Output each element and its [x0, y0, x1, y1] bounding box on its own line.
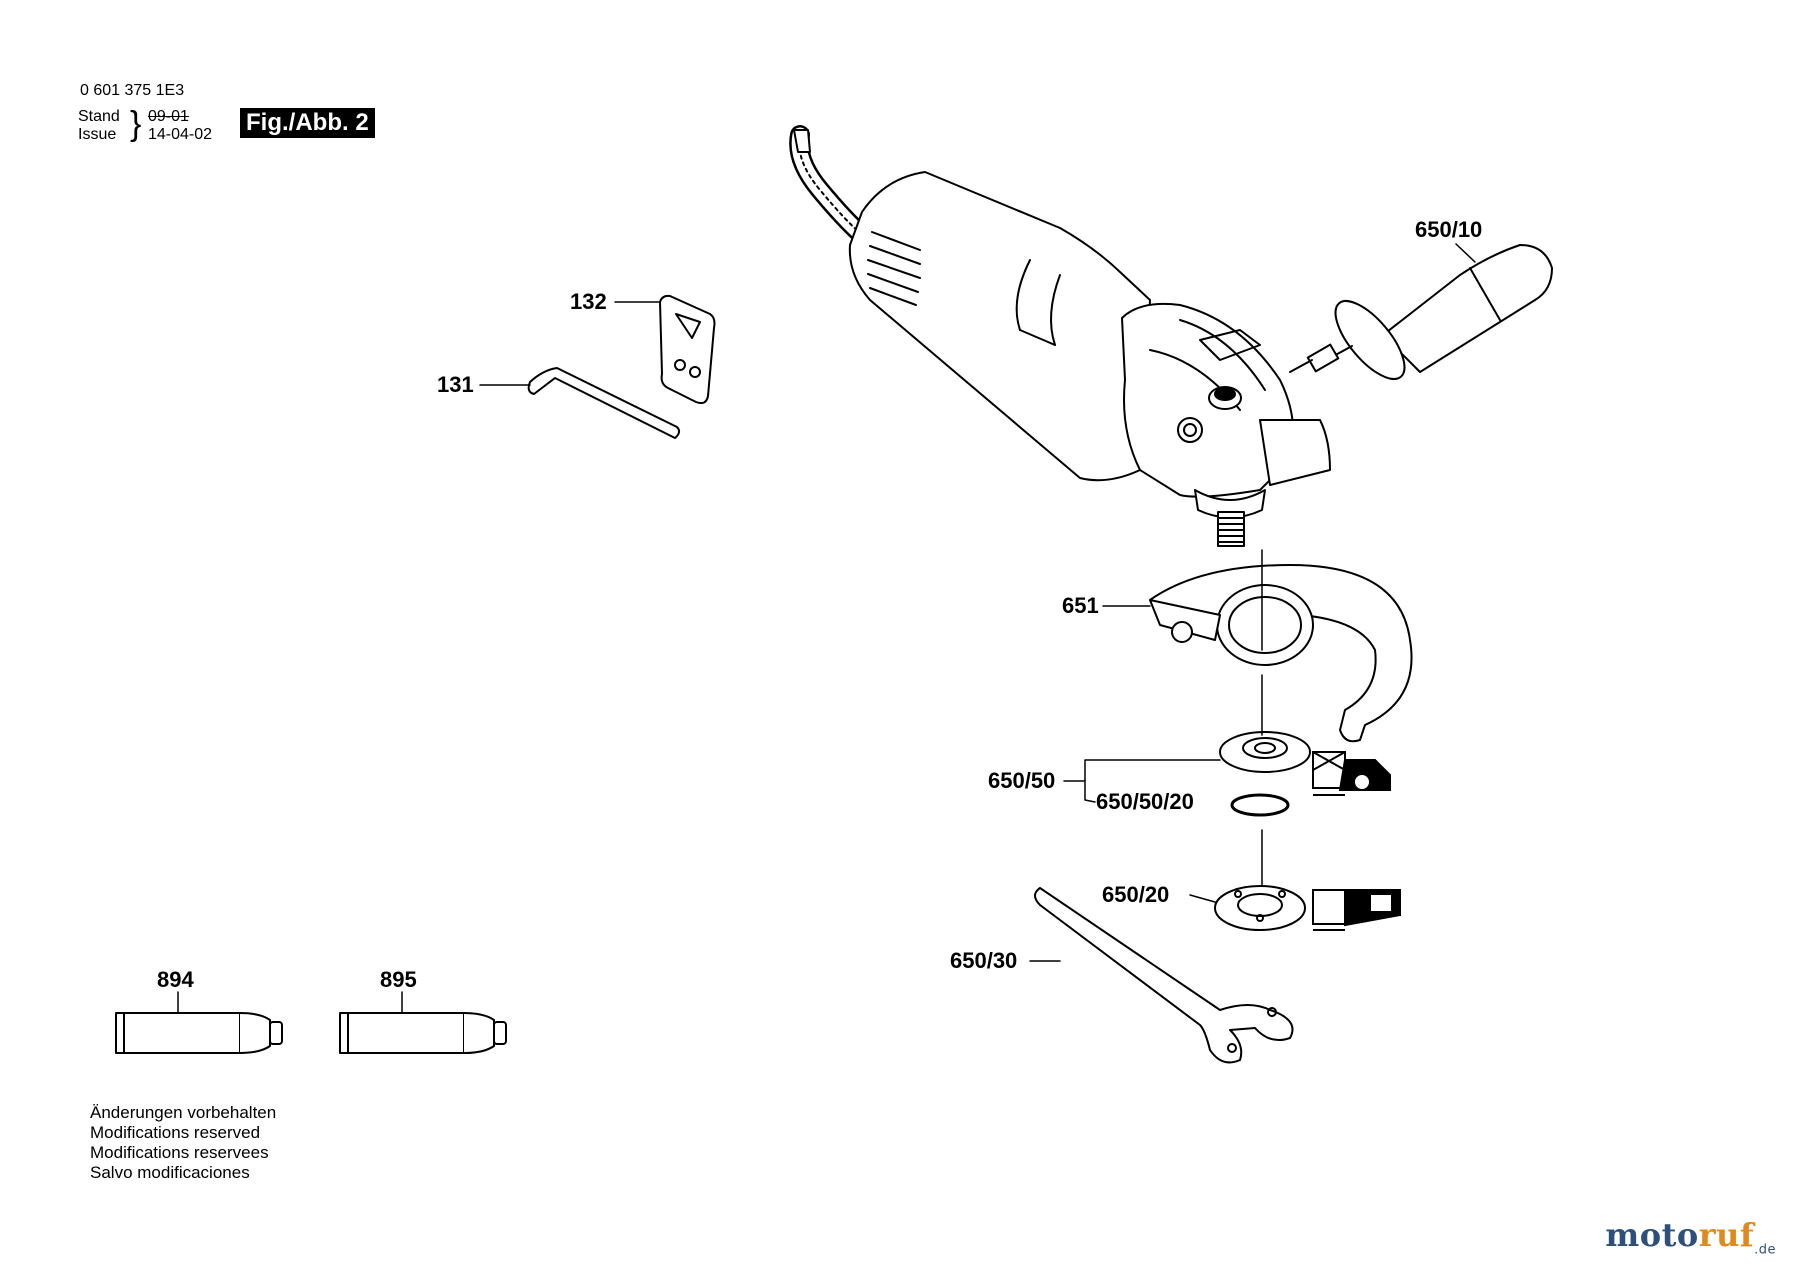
- footer-note-en: Modifications reserved: [90, 1123, 261, 1142]
- pin-spanner-wrench: [1034, 887, 1294, 1064]
- grease-tube-894: [115, 1012, 283, 1054]
- part-label-650-50-20: 650/50/20: [1096, 789, 1194, 814]
- power-cord: [789, 125, 872, 245]
- grease-tube-895: [339, 1012, 507, 1054]
- figure-badge: Fig./Abb. 2: [240, 108, 375, 138]
- clamp-nut: [1214, 885, 1306, 931]
- wheel-guard: [1149, 564, 1413, 743]
- footer-note-fr: Modifications reservees: [90, 1143, 269, 1162]
- logo-part-c: .de: [1754, 1242, 1776, 1257]
- logo-part-b: ruf: [1698, 1215, 1755, 1254]
- part-label-895: 895: [380, 967, 417, 992]
- part-label-651: 651: [1062, 593, 1099, 618]
- spanner-symbol-650-20: [1312, 889, 1401, 931]
- footer-note-es: Salvo modificaciones: [90, 1163, 250, 1182]
- hex-key: [527, 367, 681, 439]
- side-handle: [1289, 244, 1553, 380]
- part-label-894: 894: [157, 967, 194, 992]
- part-number: 0 601 375 1E3: [80, 82, 185, 99]
- brace-symbol: }: [130, 105, 142, 143]
- issue-date: 14-04-02: [148, 126, 213, 143]
- logo-part-a: moto: [1605, 1215, 1699, 1254]
- stand-label: Stand: [78, 108, 120, 125]
- part-label-131: 131: [437, 372, 474, 397]
- issue-label: Issue: [78, 126, 117, 143]
- part-label-650-50: 650/50: [988, 768, 1056, 793]
- footer-note-de: Änderungen vorbehalten: [90, 1103, 277, 1122]
- part-label-650-20: 650/20: [1102, 882, 1170, 907]
- part-label-650-10: 650/10: [1415, 217, 1483, 242]
- motoruf-logo: motoruf.de: [1605, 1216, 1776, 1257]
- part-label-132: 132: [570, 289, 607, 314]
- o-ring: [1230, 793, 1290, 817]
- part-label-650-30: 650/30: [950, 948, 1018, 973]
- angle-grinder-body: [848, 171, 1331, 547]
- stand-date: 09-01: [148, 108, 189, 125]
- spanner-symbol-650-50: [1312, 751, 1391, 796]
- mounting-flange: [1219, 731, 1311, 773]
- bracket-plate: [659, 294, 716, 405]
